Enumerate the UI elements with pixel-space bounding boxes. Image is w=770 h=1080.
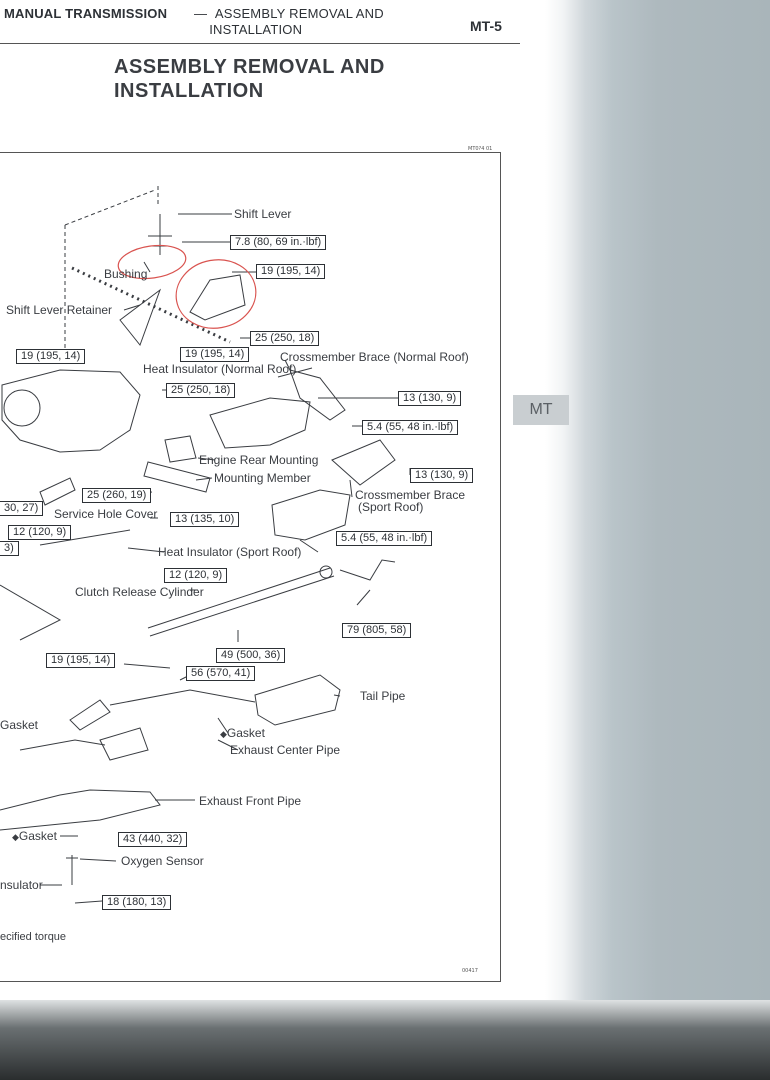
torque-25-b: 25 (250, 18) [166,383,236,398]
shift-lever-part [148,214,172,255]
section-title: MANUAL TRANSMISSION [4,6,168,21]
exhaust-resonator [69,699,111,731]
guide-line [64,186,159,350]
gasket-mid-text: Gasket [226,726,265,740]
figure-code-bottom: 00417 [462,968,478,974]
torque-3-partial: 3) [0,541,19,556]
exhaust-pipe-left [19,739,106,751]
label-clutch-release-cylinder: Clutch Release Cylinder [75,585,204,599]
torque-5-4-a: 5.4 (55, 48 in.·lbf) [362,420,459,435]
torque-19-c: 19 (195, 14) [180,347,250,362]
label-exhaust-center-pipe: Exhaust Center Pipe [230,743,341,757]
propeller-shaft [147,567,335,637]
gasket-low-text: Gasket [18,829,57,843]
label-sport-roof: (Sport Roof) [358,500,424,514]
diamond-icon: ◆ [220,729,227,739]
torque-19-b: 19 (195, 14) [16,349,86,364]
torque-25-c: 25 (260, 19) [82,488,152,503]
label-exhaust-front-pipe: Exhaust Front Pipe [199,794,302,808]
torque-30-partial: 30, 27) [0,501,44,516]
torque-25-a: 25 (250, 18) [250,331,320,346]
label-shift-lever-retainer: Shift Lever Retainer [6,303,113,317]
page-title-line1: ASSEMBLY REMOVAL AND [114,56,385,78]
retainer-chain [71,266,231,344]
oxygen-sensor-part [66,855,78,885]
torque-13-a: 13 (130, 9) [398,391,462,406]
heat-insulator-normal [209,397,311,449]
label-heat-insulator-sport: Heat Insulator (Sport Roof) [158,545,302,559]
retainer-bracket [119,288,162,347]
separator: — [194,6,208,21]
page-title: ASSEMBLY REMOVAL AND INSTALLATION [114,55,494,103]
torque-12-b: 12 (120, 9) [164,568,228,583]
tail-pipe-muffler [254,674,341,726]
exhaust-front-pipe-shape [0,789,161,831]
shift-lever-bracket [189,274,246,321]
page-binding-shadow [545,0,770,1000]
label-service-hole-cover: Service Hole Cover [54,507,158,521]
transmission-case [1,369,141,453]
scan-bottom-shadow [0,1000,770,1080]
torque-shift-lever: 7.8 (80, 69 in.·lbf) [230,235,327,250]
bell-housing [3,389,41,427]
figure-frame [0,152,501,982]
torque-13-b: 13 (130, 9) [410,468,474,483]
torque-5-4-b: 5.4 (55, 48 in.·lbf) [336,531,433,546]
header-rule [0,43,520,44]
page-number: MT-5 [470,18,502,34]
label-shift-lever: Shift Lever [234,207,292,221]
torque-43: 43 (440, 32) [118,832,188,847]
diamond-icon: ◆ [12,832,19,842]
heat-insulator-sport [271,489,351,541]
label-insulator-partial: nsulator [0,878,43,892]
label-engine-rear-mounting: Engine Rear Mounting [199,453,319,467]
label-tail-pipe: Tail Pipe [360,689,406,703]
label-oxygen-sensor: Oxygen Sensor [121,854,204,868]
label-crossmember-brace-normal: Crossmember Brace (Normal Roof) [280,350,469,364]
label-gasket-mid: ◆Gasket [220,727,265,741]
red-annotation-bracket [175,259,257,329]
center-bearing [339,559,396,581]
leader-lines [40,213,411,904]
label-bushing: Bushing [104,267,148,281]
mounting-member [143,461,211,493]
section-tab-mt: MT [513,395,569,425]
crossmember-brace-sport [331,439,396,486]
label-crossmember-brace-sport: Crossmember Brace [355,488,466,502]
torque-18: 18 (180, 13) [102,895,172,910]
label-gasket-low: ◆Gasket [12,830,57,844]
shaft-joint [319,565,333,579]
label-mounting-member: Mounting Member [214,471,311,485]
exhaust-center-pipe-path [109,689,256,706]
torque-79: 79 (805, 58) [342,623,412,638]
label-heat-insulator-normal: Heat Insulator (Normal Roof) [143,362,297,376]
label-gasket-left: Gasket [0,718,39,732]
torque-56: 56 (570, 41) [186,666,256,681]
subsection-line1: ASSEMBLY REMOVAL AND [214,6,384,21]
red-annotation-bushing [117,244,187,280]
page-title-line2: INSTALLATION [114,80,264,102]
torque-13-c: 13 (135, 10) [170,512,240,527]
crossmember-brace-normal [289,369,346,421]
running-head: MANUAL TRANSMISSION — ASSEMBLY REMOVAL A… [4,6,384,37]
engine-rear-mounting [164,435,197,463]
clutch-line [0,529,131,641]
subsection-title-line2: INSTALLATION [194,22,302,38]
legend-specified-torque-partial: ecified torque [0,931,67,943]
torque-19-d: 19 (195, 14) [46,653,116,668]
torque-49: 49 (500, 36) [216,648,286,663]
figure-code-top: MT0?4 01 [468,146,493,152]
subsection-line2: INSTALLATION [209,22,303,37]
service-hole-cover [39,477,76,506]
subsection-title: — ASSEMBLY REMOVAL AND [194,6,384,22]
torque-12-a: 12 (120, 9) [8,525,72,540]
torque-19-a: 19 (195, 14) [256,264,326,279]
exhaust-silencer [99,727,149,761]
